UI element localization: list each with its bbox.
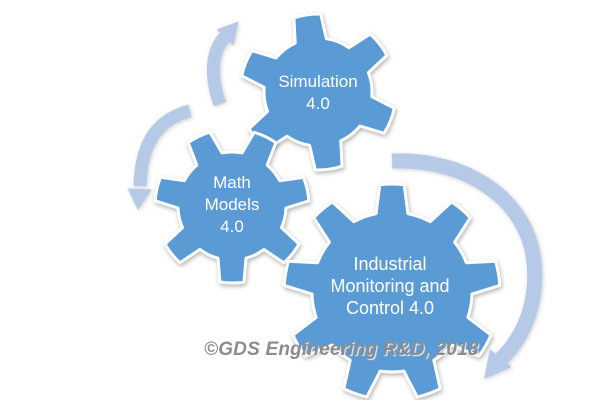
curved-arrow-down-icon [127,104,192,210]
copyright-watermark: ©GDS Engineering R&D, 2018 [204,339,479,360]
gear-math-models [153,130,311,285]
curved-arrow-up-icon [206,21,239,107]
gear-simulation [240,12,396,172]
gear-industrial [282,182,502,399]
curved-arrow-clockwise-icon [391,153,543,379]
